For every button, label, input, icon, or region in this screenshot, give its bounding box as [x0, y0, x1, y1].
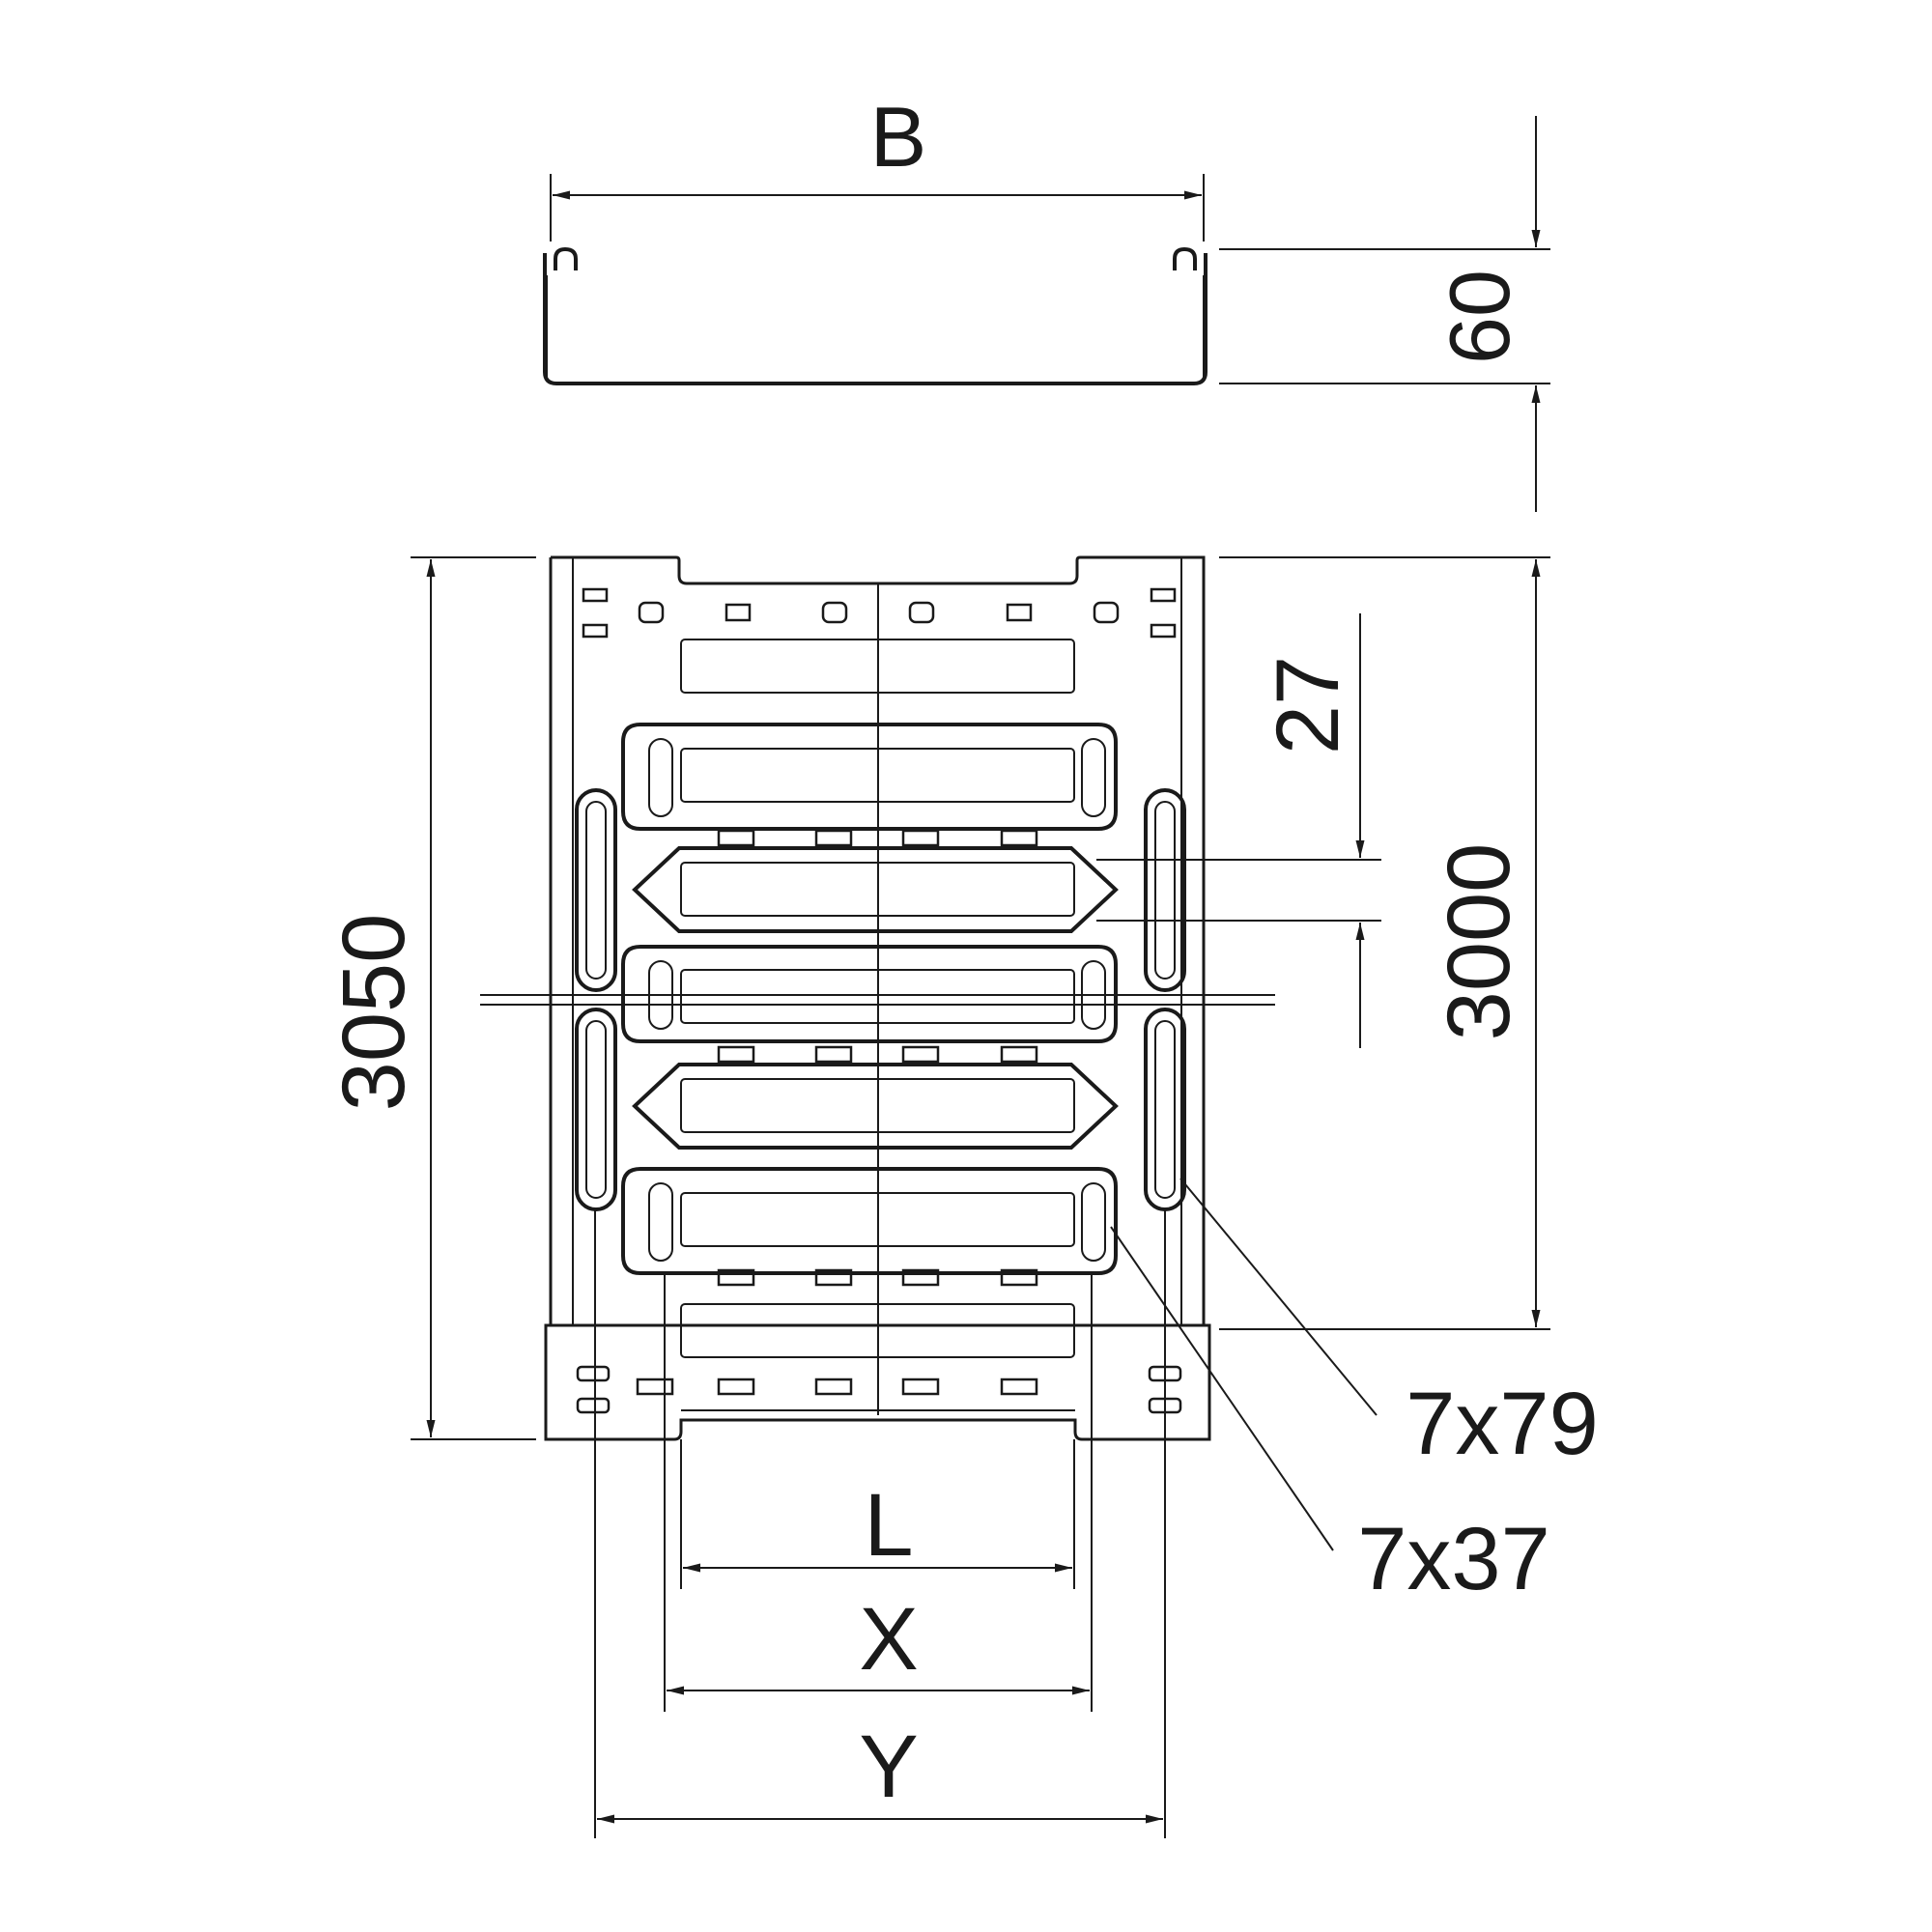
- perforation-slots: [575, 723, 1186, 1275]
- label-dim-y: Y: [859, 1718, 918, 1816]
- dimension-usable-length: [1219, 556, 1550, 1330]
- tray-plan-view: [544, 555, 1211, 1441]
- tray-cross-section: [543, 246, 1208, 385]
- dimension-width: [550, 174, 1205, 242]
- dimension-total-length: [411, 556, 536, 1440]
- rect-slots: [576, 587, 1182, 1414]
- leader-lines: [1110, 1178, 1378, 1551]
- label-dim-x: X: [859, 1590, 918, 1689]
- label-slot-short: 7x37: [1357, 1510, 1550, 1608]
- label-total-length: 3050: [325, 914, 423, 1112]
- dimension-bottom-widths: [594, 1209, 1166, 1838]
- label-usable-length: 3000: [1430, 843, 1528, 1041]
- dimension-height: [1219, 116, 1550, 512]
- dimension-slot-spacing: [1096, 613, 1381, 1048]
- label-width: B: [870, 89, 927, 185]
- break-line: [480, 994, 1275, 1006]
- label-dim-l: L: [864, 1476, 913, 1575]
- label-slot-spacing: 27: [1259, 656, 1357, 754]
- label-slot-long: 7x79: [1406, 1375, 1599, 1473]
- label-height: 60: [1432, 270, 1527, 364]
